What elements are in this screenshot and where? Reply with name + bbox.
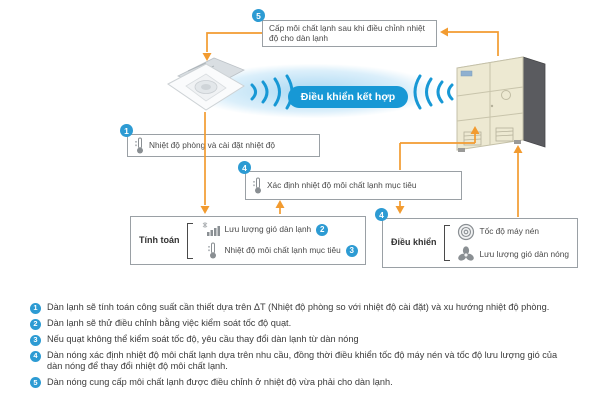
target-temp-text: Xác định nhiệt độ môi chất lạnh mục tiêu [267, 180, 417, 191]
room-temp-box: Nhiệt độ phòng và cài đặt nhiệt độ [127, 134, 320, 157]
notes-list: 1 Dàn lạnh sẽ tính toán công suất cần th… [30, 302, 575, 389]
note-text-2: Dàn lạnh sẽ thử điều chỉnh bằng việc kiể… [47, 318, 292, 328]
note-badge-5: 5 [30, 377, 41, 389]
target-temp-box: Xác định nhiệt độ môi chất lạnh mục tiêu [245, 171, 462, 200]
thermometer-icon [207, 242, 216, 259]
note-item: 2 Dàn lạnh sẽ thử điều chỉnh bằng việc k… [30, 318, 575, 330]
supply-box: Cấp môi chất lạnh sau khi điều chỉnh nhi… [262, 20, 437, 47]
note-badge-2: 2 [30, 318, 41, 330]
note-badge-1: 1 [30, 302, 41, 314]
control-row-fan-text: Lưu lượng gió dàn nóng [479, 249, 569, 260]
arrow-outdoor-to-supply [448, 31, 499, 56]
supply-box-text: Cấp môi chất lạnh sau khi điều chỉnh nhi… [269, 23, 425, 44]
note-item: 5 Dàn nóng cung cấp môi chất lạnh được đ… [30, 377, 575, 389]
calc-row-airflow: Lưu lượng gió dàn lạnh 2 [200, 222, 358, 237]
note-text-3: Nếu quạt không thể kiểm soát tốc độ, yêu… [47, 334, 359, 344]
note-text-1: Dàn lạnh sẽ tính toán công suất cần thiế… [47, 302, 550, 312]
control-box: Điều khiển Tốc độ máy nén [382, 218, 578, 268]
thermometer-icon [135, 137, 143, 154]
bracket-icon [186, 222, 193, 259]
step-badge-1: 1 [120, 124, 133, 137]
airflow-icon [202, 222, 220, 236]
step-badge-4b: 4 [375, 208, 388, 221]
control-row-compressor-text: Tốc độ máy nén [479, 226, 540, 237]
note-badge-3: 3 [30, 334, 41, 346]
step-badge-3: 3 [345, 244, 358, 257]
calc-row-target-temp: Nhiệt độ môi chất lạnh mục tiêu 3 [200, 242, 358, 259]
step-badge-5: 5 [252, 9, 265, 22]
step-badge-2: 2 [316, 223, 329, 236]
calc-box: Tính toán Lưu lượng gió dàn lạnh 2 [130, 216, 366, 265]
compressor-icon [457, 223, 474, 240]
note-item: 3 Nếu quạt không thể kiểm soát tốc độ, y… [30, 334, 575, 346]
thermometer-icon [253, 177, 261, 194]
note-item: 1 Dàn lạnh sẽ tính toán công suất cần th… [30, 302, 575, 314]
step-badge-4a: 4 [238, 161, 251, 174]
room-temp-text: Nhiệt độ phòng và cài đặt nhiệt độ [149, 140, 275, 151]
fan-icon [457, 245, 474, 261]
control-row-fan: Lưu lượng gió dàn nóng [457, 245, 569, 264]
bracket-icon [443, 225, 450, 261]
note-text-4: Dàn nóng xác định nhiệt độ môi chất lạnh… [47, 350, 558, 372]
calc-box-title: Tính toán [139, 234, 180, 245]
note-badge-4: 4 [30, 350, 41, 362]
arrow-supply-to-indoor [206, 32, 262, 52]
combined-control-pill: Điều khiển kết hợp [288, 86, 408, 108]
calc-row-airflow-text: Lưu lượng gió dàn lạnh [224, 224, 312, 235]
note-text-5: Dàn nóng cung cấp môi chất lạnh được điề… [47, 376, 393, 387]
calc-row-target-temp-text: Nhiệt độ môi chất lạnh mục tiêu [224, 245, 341, 256]
control-box-title: Điều khiển [391, 237, 437, 248]
control-row-compressor: Tốc độ máy nén [457, 223, 569, 241]
note-item: 4 Dàn nóng xác định nhiệt độ môi chất lạ… [30, 350, 575, 372]
